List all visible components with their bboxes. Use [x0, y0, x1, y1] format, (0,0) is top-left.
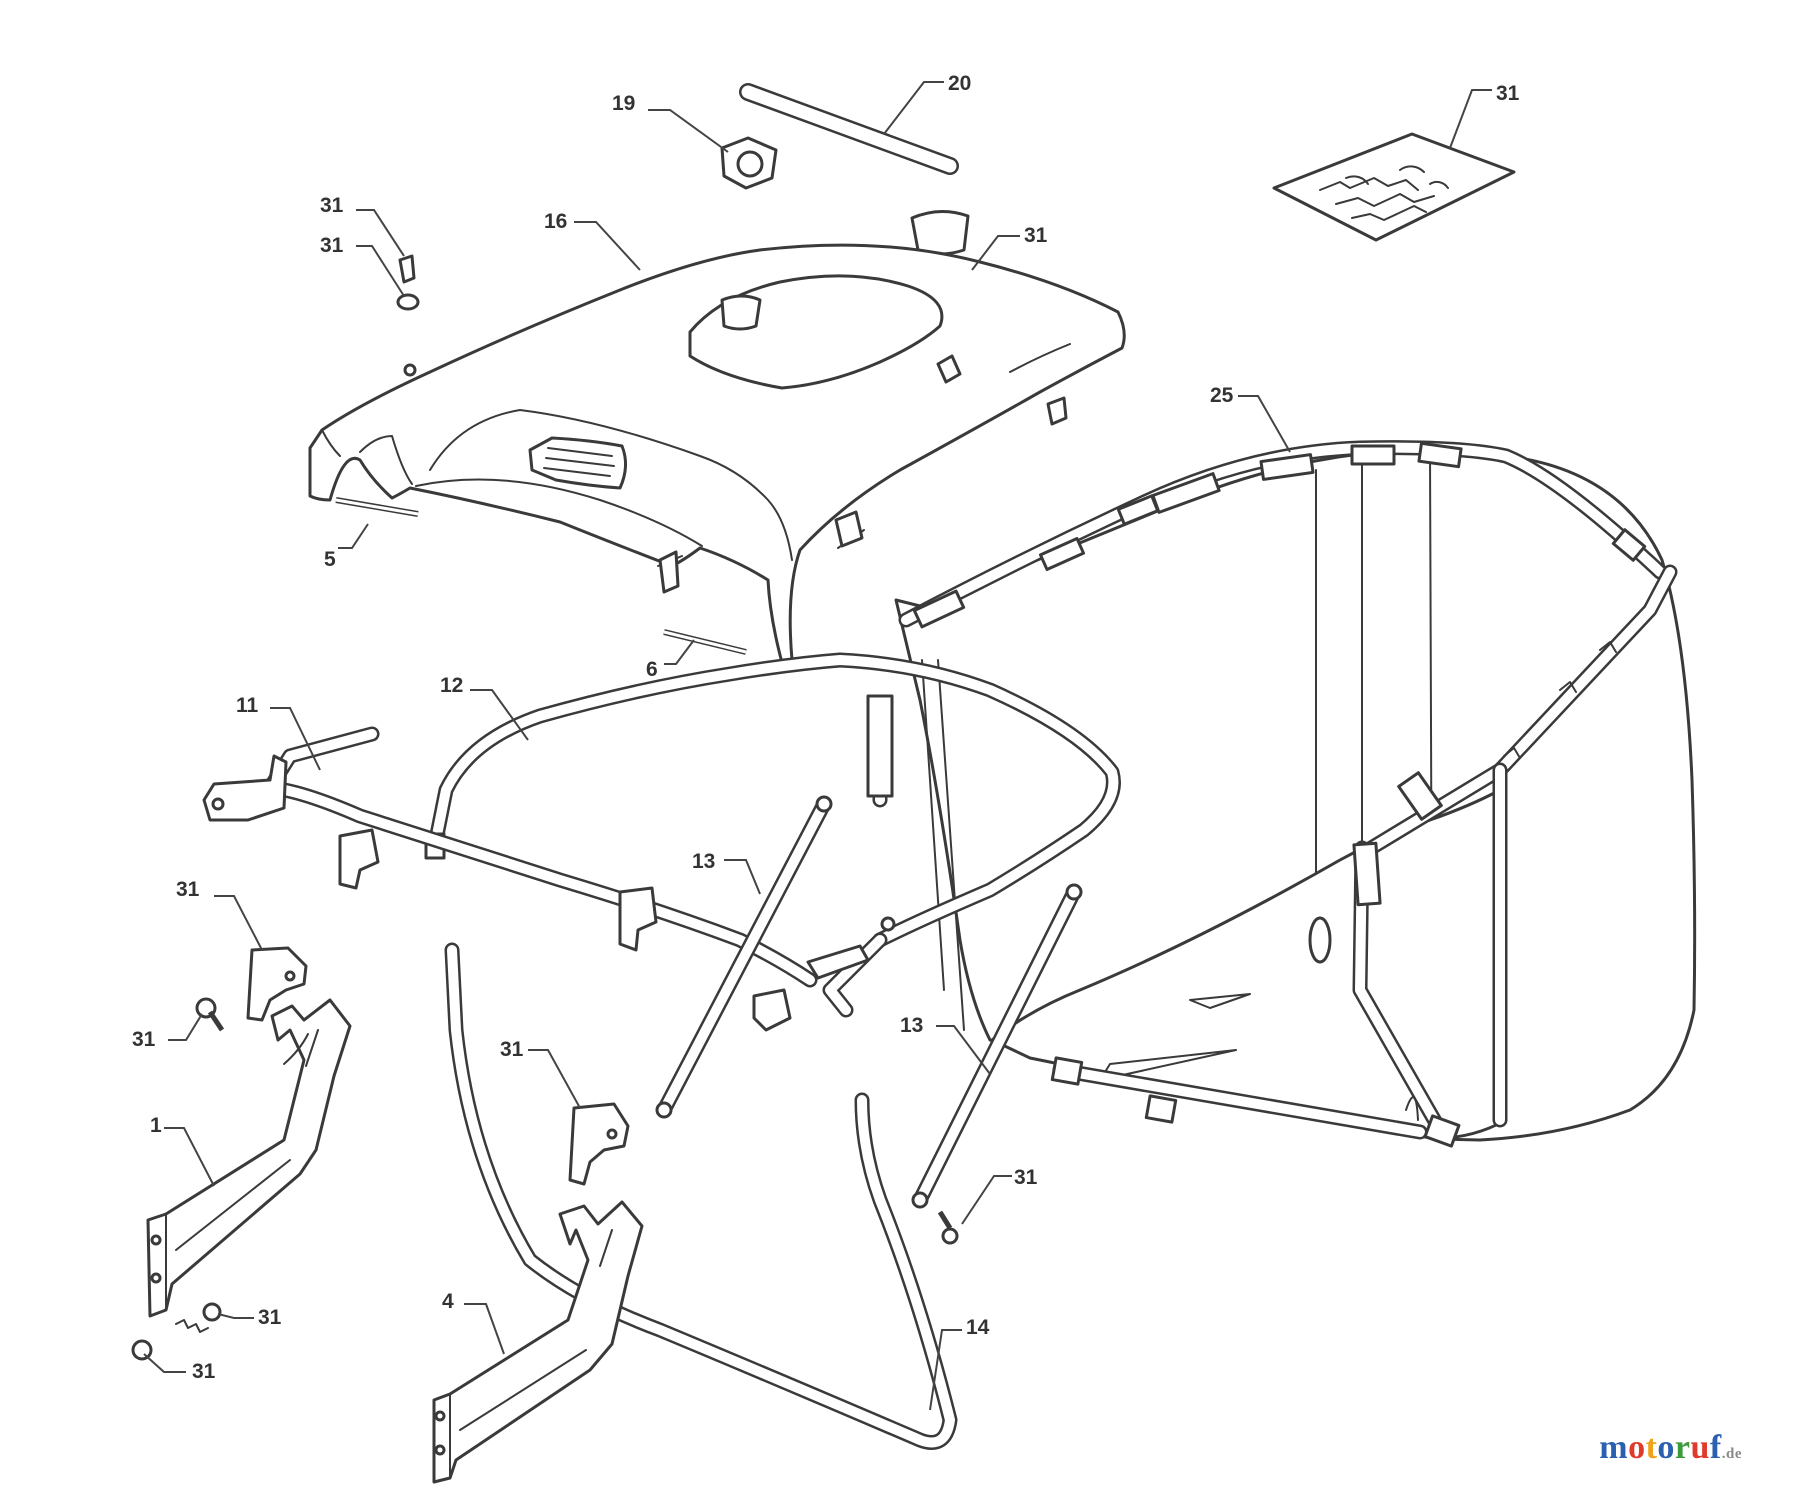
part-31-hardware-kit: [1272, 132, 1516, 242]
screw-right: [937, 1210, 959, 1245]
callout-1: 1: [150, 1114, 162, 1137]
logo-letter: t: [1645, 1429, 1658, 1466]
logo-letter: o: [1628, 1429, 1646, 1466]
callout-31-bolt-left: 31: [132, 1028, 156, 1051]
callout-31-a: 31: [320, 194, 344, 217]
callout-13-a: 13: [692, 850, 715, 873]
callout-25: 25: [1210, 384, 1234, 407]
part-11-axle: [202, 726, 896, 1032]
part-25-bag: [866, 440, 1697, 1148]
callout-20: 20: [948, 72, 971, 95]
callout-12: 12: [440, 674, 463, 697]
part-13-strut-left: [655, 795, 833, 1119]
callout-16: 16: [544, 210, 567, 233]
logo-letter: f: [1709, 1429, 1722, 1466]
nut: [131, 1339, 153, 1361]
callout-6: 6: [646, 658, 658, 681]
logo-letter: m: [1599, 1429, 1629, 1466]
callout-31-b: 31: [320, 234, 344, 257]
logo-letter: o: [1657, 1429, 1675, 1466]
callout-31-clip-left: 31: [176, 878, 200, 901]
spring-pin: [175, 1302, 222, 1333]
callout-31-screw: 31: [1014, 1166, 1038, 1189]
logo-letter: u: [1690, 1429, 1710, 1466]
logo-tld: .de: [1721, 1446, 1742, 1462]
clip-left: [246, 946, 308, 1022]
callout-31-kit: 31: [1496, 82, 1520, 105]
logo-wordmark: motoruf: [1599, 1429, 1722, 1466]
callout-31-spring: 31: [258, 1306, 282, 1329]
part-13-strut-right: [911, 883, 1083, 1209]
clip-mid: [568, 1102, 630, 1186]
part-6-strip: [663, 629, 747, 655]
callout-labels: 19 20 31 31 16 31 31 5 6 25 11 12 13 13 …: [132, 72, 1520, 1383]
bolt-and-washer: [396, 254, 420, 311]
bolt-left: [195, 997, 225, 1032]
callout-19: 19: [612, 92, 635, 115]
callout-31-clip-mid: 31: [500, 1038, 524, 1061]
callout-11: 11: [236, 694, 259, 717]
callout-31-nut: 31: [192, 1360, 216, 1383]
callout-4: 4: [442, 1290, 454, 1313]
logo-letter: r: [1674, 1429, 1691, 1466]
part-14-lower-bar: [444, 942, 958, 1450]
part-16-lid: [308, 243, 1126, 672]
callout-31-cap: 31: [1024, 224, 1048, 247]
part-20-rod: [739, 83, 959, 175]
motoruf-logo: motoruf.de: [1599, 1429, 1742, 1467]
part-1-bracket: [146, 998, 352, 1318]
callout-5: 5: [324, 548, 336, 571]
callout-14: 14: [966, 1316, 990, 1339]
part-5-strip: [335, 497, 419, 517]
callout-13-b: 13: [900, 1014, 923, 1037]
part-19-knob: [720, 136, 778, 190]
leader-lines: [143, 81, 1492, 1411]
part-4-bracket: [432, 1200, 644, 1484]
